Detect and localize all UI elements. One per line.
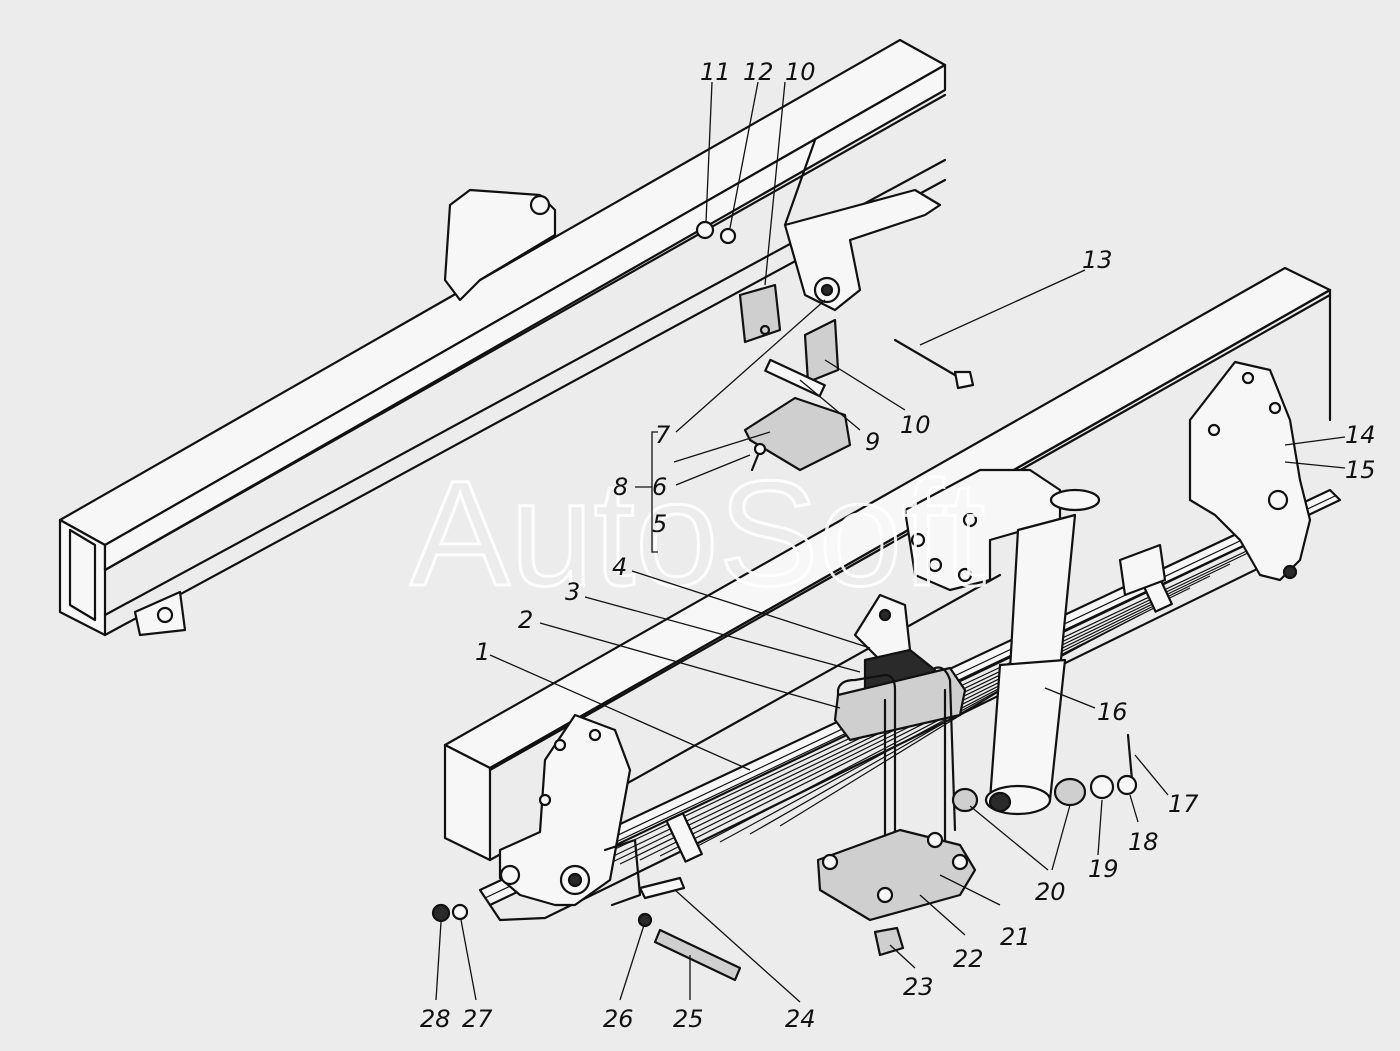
callout-7: 7 xyxy=(655,421,671,449)
u-bolt-assembly xyxy=(816,593,977,922)
callout-23: 23 xyxy=(903,973,934,1001)
callout-12: 12 xyxy=(743,58,774,86)
shock-absorber xyxy=(903,468,1101,816)
callout-3: 3 xyxy=(565,578,580,606)
callout-6: 6 xyxy=(652,473,667,501)
callout-17: 17 xyxy=(1168,790,1199,818)
callout-18: 18 xyxy=(1128,828,1159,856)
callout-10-lower: 10 xyxy=(900,411,931,439)
callout-2: 2 xyxy=(518,606,533,634)
bracket-8 xyxy=(635,431,658,553)
front-spring-bracket xyxy=(498,713,642,907)
callout-19: 19 xyxy=(1088,855,1119,883)
left-frame-rail xyxy=(58,38,947,637)
callout-4: 4 xyxy=(612,553,627,581)
callout-21: 21 xyxy=(1000,923,1031,951)
leader-lines xyxy=(435,81,1346,1003)
callout-26: 26 xyxy=(603,1005,634,1033)
callout-25: 25 xyxy=(673,1005,704,1033)
callout-numbers: 1 2 3 4 5 6 7 8 9 10 10 11 12 13 14 15 1… xyxy=(420,58,1376,1033)
callout-9: 9 xyxy=(865,428,880,456)
callout-28: 28 xyxy=(420,1005,451,1033)
right-frame-rail xyxy=(443,266,1332,862)
callout-13: 13 xyxy=(1082,246,1113,274)
callout-16: 16 xyxy=(1097,698,1128,726)
callout-11: 11 xyxy=(700,58,731,86)
callout-14: 14 xyxy=(1345,421,1376,449)
callout-10-top: 10 xyxy=(785,58,816,86)
callout-24: 24 xyxy=(785,1005,816,1033)
callout-20: 20 xyxy=(1035,878,1066,906)
callout-22: 22 xyxy=(953,945,984,973)
rear-spring-bracket xyxy=(1188,360,1312,582)
callout-8: 8 xyxy=(613,473,628,501)
callout-5: 5 xyxy=(652,510,667,538)
callout-27: 27 xyxy=(462,1005,493,1033)
callout-15: 15 xyxy=(1345,456,1376,484)
small-parts xyxy=(431,220,1138,982)
callout-1: 1 xyxy=(475,638,490,666)
